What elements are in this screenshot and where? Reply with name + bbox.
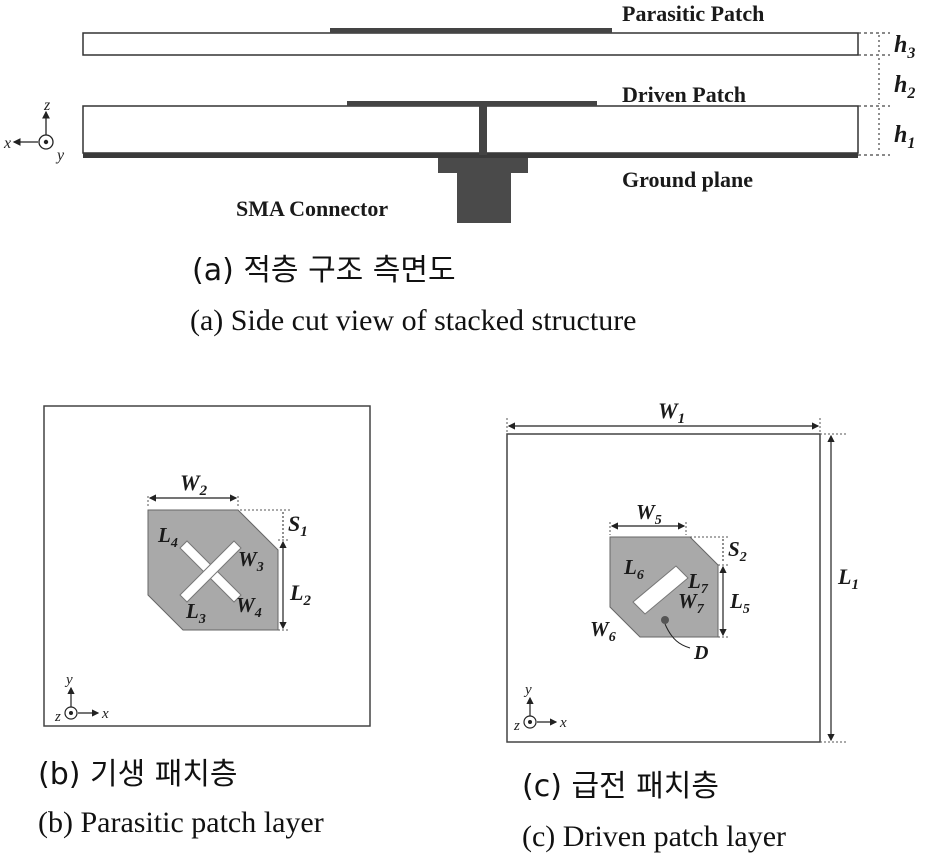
- side-view: Parasitic Patch Driven Patch Ground plan…: [3, 1, 915, 337]
- W3-label: W3: [238, 547, 264, 575]
- driven-slot: [632, 565, 689, 615]
- S2-label: S2: [728, 537, 747, 565]
- sma-flange: [438, 158, 528, 173]
- driven-layer-view: W1 L1 W5 S2 L5 L6 L7 W7 W6 D: [506, 398, 859, 853]
- parasitic-patch: [330, 28, 612, 33]
- sma-connector-label: SMA Connector: [236, 196, 388, 221]
- driven-substrate: [82, 105, 859, 154]
- parasitic-patch-label: Parasitic Patch: [622, 1, 764, 26]
- L6-label: L6: [623, 555, 644, 583]
- side-axis-icon: z x y: [3, 97, 65, 164]
- svg-text:y: y: [55, 147, 65, 164]
- parasitic-substrate: [82, 32, 859, 56]
- L1-label: L1: [837, 564, 859, 593]
- W1-label: W1: [658, 398, 685, 427]
- W4-label: W4: [236, 593, 262, 621]
- driven-patch-label: Driven Patch: [622, 82, 746, 107]
- ground-plane-label: Ground plane: [622, 167, 753, 192]
- driven-board: [506, 433, 821, 743]
- caption-b-english: (b) Parasitic patch layer: [38, 806, 324, 839]
- driven-axis-icon: y z x: [513, 682, 567, 734]
- svg-text:y: y: [64, 672, 73, 688]
- W2-label: W2: [180, 470, 208, 499]
- L5-label: L5: [729, 589, 750, 617]
- svg-text:x: x: [3, 135, 11, 152]
- parasitic-axis-icon: y z x: [54, 672, 109, 725]
- L2-label: L2: [289, 580, 311, 609]
- L4-label: L4: [157, 523, 178, 551]
- svg-text:z: z: [513, 718, 520, 734]
- ground-plane: [83, 153, 858, 158]
- svg-text:z: z: [54, 709, 61, 725]
- sma-body: [457, 173, 511, 223]
- caption-a-korean: (a) 적층 구조 측면도: [192, 253, 456, 288]
- W5-label: W5: [636, 500, 662, 528]
- feed-point: [661, 616, 669, 624]
- h1-label: h1: [894, 122, 915, 152]
- caption-c-english: (c) Driven patch layer: [522, 820, 786, 853]
- svg-text:z: z: [43, 97, 51, 114]
- W7-label: W7: [678, 589, 705, 617]
- svg-text:x: x: [101, 706, 109, 722]
- D-label: D: [693, 642, 708, 664]
- caption-b-korean: (b) 기생 패치층: [38, 757, 238, 792]
- height-dimensions: [858, 32, 890, 156]
- L7-label: L7: [687, 569, 709, 597]
- feed-probe: [479, 103, 487, 155]
- h2-label: h2: [894, 72, 915, 102]
- caption-a-english: (a) Side cut view of stacked structure: [190, 304, 637, 337]
- svg-text:y: y: [523, 682, 532, 698]
- h3-label: h3: [894, 32, 915, 62]
- L3-label: L3: [185, 599, 206, 627]
- svg-text:x: x: [559, 715, 567, 731]
- S1-label: S1: [288, 511, 308, 540]
- driven-patch: [347, 101, 597, 106]
- parasitic-layer-view: W2 S1 L2 L4 W3 L3 W4 y z x (b) 기생 패치층 (b…: [38, 405, 371, 839]
- cross-slot: [179, 540, 242, 603]
- W6-label: W6: [590, 617, 616, 645]
- caption-c-korean: (c) 급전 패치층: [522, 769, 719, 804]
